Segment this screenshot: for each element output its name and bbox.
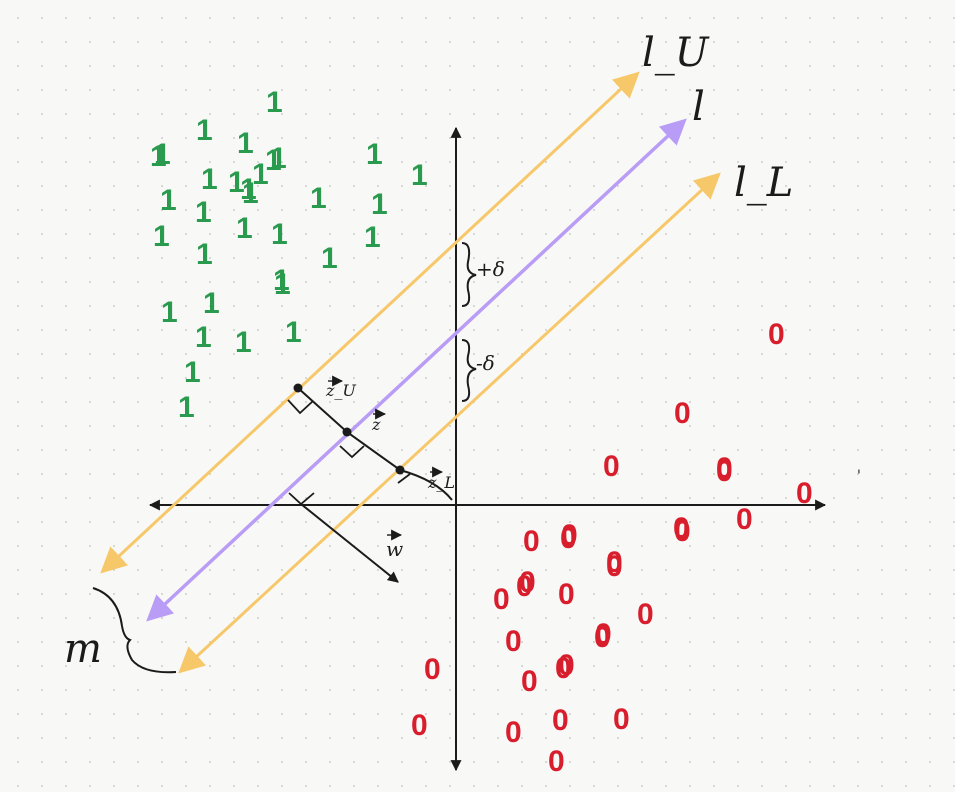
class-zero-point: 0 bbox=[796, 477, 813, 510]
minus-delta-brace bbox=[461, 339, 477, 402]
class-one-point: 1 bbox=[236, 212, 253, 245]
class-zero-point: 0 bbox=[505, 716, 522, 749]
class-zero-point: 0 bbox=[673, 512, 690, 545]
point-z-lower bbox=[395, 465, 405, 475]
class-one-point: 1 bbox=[273, 264, 290, 297]
class-one-point: 1 bbox=[228, 166, 245, 199]
class-zero-point: 0 bbox=[552, 704, 569, 737]
class-one-point: 1 bbox=[237, 127, 254, 160]
label-z-upper: z_U bbox=[325, 381, 356, 400]
class-zero-point: 0 bbox=[519, 566, 536, 599]
point-z bbox=[342, 427, 352, 437]
class-zero-point: 0 bbox=[555, 652, 572, 685]
right-angle-mark-center bbox=[339, 445, 365, 459]
class-one-point: 1 bbox=[153, 220, 170, 253]
point-z-upper bbox=[293, 383, 303, 393]
class-one-point: 1 bbox=[366, 138, 383, 171]
class-zero-point: 0 bbox=[523, 525, 540, 558]
class-one-points: 1 1 1 1 1 1 1 1 1 1 1 1 1 1 1 1 1 1 1 1 … bbox=[150, 86, 428, 424]
class-zero-point: 0 bbox=[606, 550, 623, 583]
class-one-point: 1 bbox=[154, 138, 171, 171]
class-one-point: 1 bbox=[160, 184, 177, 217]
class-zero-point: 0 bbox=[561, 519, 578, 552]
label-minus-delta: -δ bbox=[476, 351, 495, 375]
class-one-point: 1 bbox=[240, 173, 257, 206]
class-zero-point: 0 bbox=[411, 709, 428, 742]
plus-delta-brace bbox=[461, 242, 477, 307]
normal-vector-w bbox=[300, 503, 399, 583]
class-zero-point: 0 bbox=[606, 546, 623, 579]
class-one-point: 1 bbox=[242, 177, 259, 210]
margin-brace bbox=[92, 587, 177, 674]
class-zero-point: 0 bbox=[521, 665, 538, 698]
stray-tick-mark: ' bbox=[857, 468, 861, 484]
label-l-upper: l_U bbox=[642, 30, 710, 76]
class-zero-point: 0 bbox=[595, 618, 612, 651]
class-one-point: 1 bbox=[266, 86, 283, 119]
class-one-point: 1 bbox=[201, 163, 218, 196]
class-zero-point: 0 bbox=[674, 397, 691, 430]
label-w: w bbox=[386, 537, 403, 561]
class-zero-point: 0 bbox=[558, 649, 575, 682]
class-zero-point: 0 bbox=[548, 745, 565, 778]
class-zero-points: 0 0 0 0 0 0 0 0 0 0 0 0 0 0 0 0 0 0 0 0 … bbox=[411, 318, 813, 778]
right-angle-mark-normal bbox=[288, 492, 315, 506]
class-zero-point: 0 bbox=[637, 598, 654, 631]
class-one-point: 1 bbox=[195, 321, 212, 354]
class-zero-point: 0 bbox=[768, 318, 785, 351]
right-angle-mark-upper bbox=[287, 399, 314, 415]
class-zero-point: 0 bbox=[558, 578, 575, 611]
class-one-point: 1 bbox=[161, 296, 178, 329]
class-one-point: 1 bbox=[274, 268, 291, 301]
class-zero-point: 0 bbox=[674, 515, 691, 548]
class-one-point: 1 bbox=[252, 158, 269, 191]
class-one-point: 1 bbox=[265, 144, 282, 177]
class-one-point: 1 bbox=[150, 140, 167, 173]
class-zero-point: 0 bbox=[505, 625, 522, 658]
label-l: l bbox=[692, 84, 705, 130]
class-one-point: 1 bbox=[271, 218, 288, 251]
class-one-point: 1 bbox=[371, 188, 388, 221]
class-zero-point: 0 bbox=[560, 522, 577, 555]
class-one-point: 1 bbox=[203, 287, 220, 320]
class-one-point: 1 bbox=[364, 221, 381, 254]
class-zero-point: 0 bbox=[736, 503, 753, 536]
class-one-point: 1 bbox=[411, 159, 428, 192]
class-one-point: 1 bbox=[270, 142, 287, 175]
class-zero-point: 0 bbox=[716, 452, 733, 485]
lower-boundary-line bbox=[178, 172, 721, 674]
class-one-point: 1 bbox=[178, 391, 195, 424]
label-margin: m bbox=[64, 626, 102, 672]
class-one-point: 1 bbox=[195, 196, 212, 229]
label-z-lower: z_L bbox=[427, 473, 455, 492]
class-zero-point: 0 bbox=[716, 455, 733, 488]
class-one-point: 1 bbox=[321, 242, 338, 275]
class-zero-point: 0 bbox=[424, 653, 441, 686]
class-zero-point: 0 bbox=[594, 621, 611, 654]
label-z: z bbox=[371, 415, 381, 434]
class-one-point: 1 bbox=[285, 316, 302, 349]
class-zero-point: 0 bbox=[516, 570, 533, 603]
class-one-point: 1 bbox=[310, 182, 327, 215]
label-plus-delta: +δ bbox=[476, 257, 505, 281]
class-one-point: 1 bbox=[184, 356, 201, 389]
class-zero-point: 0 bbox=[603, 450, 620, 483]
class-zero-point: 0 bbox=[493, 583, 510, 616]
class-zero-point: 0 bbox=[613, 703, 630, 736]
label-l-lower: l_L bbox=[734, 160, 793, 206]
class-one-point: 1 bbox=[196, 114, 213, 147]
class-one-point: 1 bbox=[196, 238, 213, 271]
class-one-point: 1 bbox=[235, 326, 252, 359]
right-angle-mark-lower bbox=[397, 473, 411, 484]
